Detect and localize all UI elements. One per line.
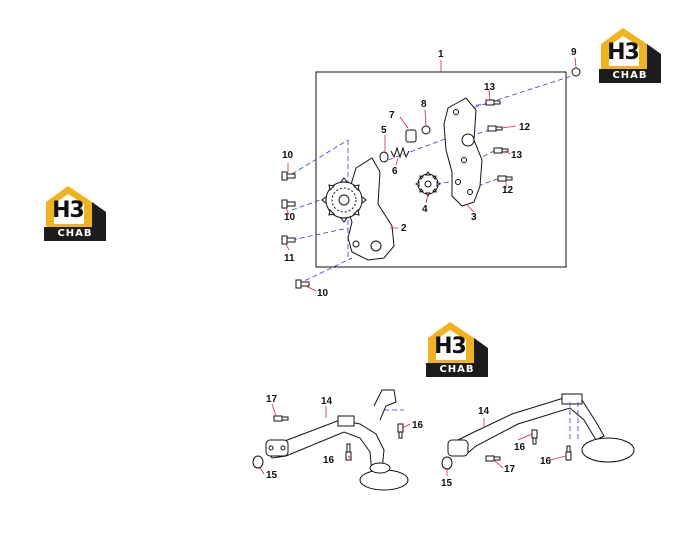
bolt-17-left bbox=[273, 415, 289, 422]
relief-valve bbox=[405, 129, 417, 143]
drive-gear bbox=[321, 177, 367, 223]
logo-letters: H3 bbox=[52, 198, 85, 223]
bolt-10-upper bbox=[281, 171, 296, 181]
logo-top-right: H3 CHAB bbox=[599, 26, 661, 84]
bolt-16-right-left bbox=[531, 429, 538, 445]
callout-1: 1 bbox=[438, 49, 444, 60]
logo-letters: H3 bbox=[607, 40, 640, 65]
bolt-11 bbox=[281, 235, 296, 245]
callout-14-left: 14 bbox=[321, 396, 333, 407]
callout-12-upper: 12 bbox=[519, 122, 531, 133]
bolt-10-middle bbox=[281, 199, 296, 209]
pump-cover bbox=[443, 97, 483, 207]
logo-brand: CHAB bbox=[44, 227, 106, 241]
callout-8: 8 bbox=[421, 99, 427, 110]
callout-16-right-right: 16 bbox=[540, 456, 552, 467]
callout-10-lower: 10 bbox=[317, 288, 329, 299]
gasket-15-left bbox=[252, 455, 264, 469]
callout-15-left: 15 bbox=[266, 470, 278, 481]
callout-4: 4 bbox=[422, 204, 428, 215]
logo-brand: CHAB bbox=[426, 363, 488, 377]
callout-15-right: 15 bbox=[441, 478, 453, 489]
callout-13-upper: 13 bbox=[484, 82, 496, 93]
bolt-17-right bbox=[485, 455, 501, 462]
callout-16-left-lower: 16 bbox=[323, 455, 335, 466]
callout-7: 7 bbox=[389, 110, 395, 121]
bolt-16-right-right bbox=[565, 445, 572, 461]
washer-8 bbox=[421, 125, 431, 135]
bolt-10-lower bbox=[295, 279, 310, 289]
bolt-13-upper bbox=[485, 99, 501, 106]
callout-17-left: 17 bbox=[266, 394, 278, 405]
oil-strainer-left bbox=[265, 389, 409, 491]
valve-plug bbox=[379, 151, 389, 163]
logo-left: H3 CHAB bbox=[44, 184, 106, 242]
callout-16-right-left: 16 bbox=[514, 442, 526, 453]
bolt-12-lower bbox=[497, 175, 513, 182]
callout-10-upper: 10 bbox=[282, 150, 294, 161]
logo-letters: H3 bbox=[434, 334, 467, 359]
callout-labels: 1 9 8 7 5 6 4 3 2 10 10 11 10 13 12 13 1… bbox=[266, 47, 577, 489]
gasket-15-right bbox=[441, 456, 453, 470]
callout-16-left-right: 16 bbox=[412, 420, 424, 431]
leader-lines bbox=[259, 57, 577, 476]
callout-14-right: 14 bbox=[478, 406, 490, 417]
callout-9: 9 bbox=[571, 47, 577, 58]
callout-2: 2 bbox=[401, 223, 407, 234]
relief-spring bbox=[390, 146, 410, 159]
bolt-13-lower bbox=[493, 147, 509, 154]
callout-10-middle: 10 bbox=[284, 212, 296, 223]
logo-house-icon bbox=[601, 28, 661, 70]
oil-strainer-right bbox=[447, 393, 635, 463]
bolt-16-left-right bbox=[397, 423, 404, 439]
callout-17-right: 17 bbox=[504, 464, 516, 475]
logo-brand: CHAB bbox=[599, 69, 661, 83]
callout-6: 6 bbox=[392, 166, 398, 177]
logo-house-icon bbox=[428, 322, 488, 364]
callout-11: 11 bbox=[284, 253, 295, 264]
driven-gear bbox=[415, 171, 441, 197]
callout-3: 3 bbox=[471, 212, 477, 223]
logo-house-icon bbox=[46, 186, 106, 228]
callout-13-lower: 13 bbox=[511, 150, 523, 161]
logo-center: H3 CHAB bbox=[426, 320, 488, 378]
bolt-12-upper bbox=[487, 125, 503, 132]
oring-9 bbox=[571, 67, 581, 77]
callout-5: 5 bbox=[381, 125, 387, 136]
callout-12-lower: 12 bbox=[502, 185, 514, 196]
